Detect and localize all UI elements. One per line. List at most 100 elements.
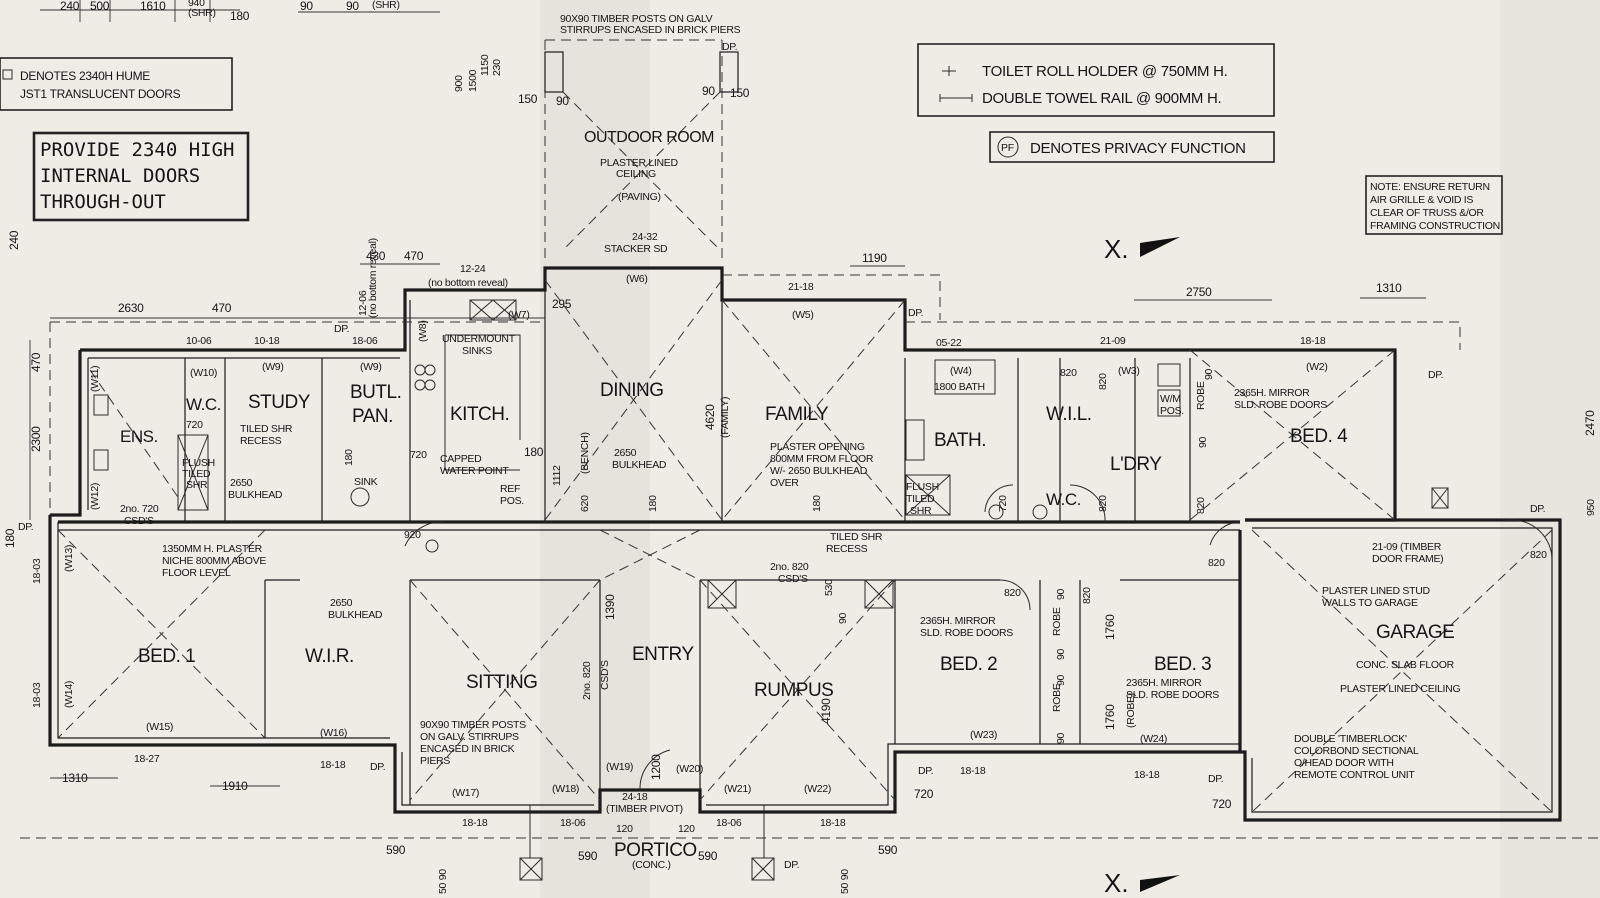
window-tag: (W7) (508, 309, 530, 321)
dim-label: 180 (230, 9, 250, 23)
window-tag: (W18) (552, 783, 579, 795)
room-label-bed3: BED. 3 (1154, 654, 1211, 675)
note-line: AIR GRILLE & VOID IS (1370, 194, 1473, 206)
dim-label: 18-18 (320, 759, 346, 771)
dim-label: 590 (386, 843, 406, 857)
dim-label: (SHR) (372, 0, 400, 11)
annotations: UNDERMOUNT SINKS CAPPED WATER POINT SINK… (18, 238, 1546, 871)
dim-label: 90 (346, 0, 359, 13)
window-tag: (W17) (452, 787, 479, 799)
room-label-outdoor: OUTDOOR ROOM (584, 129, 714, 146)
dim-label: 720 (186, 419, 203, 431)
window-tag: (W24) (1140, 733, 1167, 745)
dim-label: 90 (837, 612, 849, 624)
section-label: X. (1104, 868, 1129, 898)
window-tag: (W14) (63, 681, 75, 708)
dim-label: 21-09 (1100, 335, 1126, 347)
dim-label: 820 (1195, 497, 1207, 514)
window-tag: (W19) (606, 761, 633, 773)
room-label-kitchen: KITCH. (450, 404, 509, 425)
ceiling-hatch-lines (57, 279, 1553, 813)
label: (no bottom reveal) (367, 238, 379, 318)
label: TILED (906, 493, 935, 505)
section-label: X. (1104, 234, 1129, 264)
label: 2365H. MIRROR (920, 615, 996, 627)
dim-label: 900 (453, 75, 465, 92)
label: (CONC.) (632, 859, 671, 871)
room-label-butlers: PAN. (352, 406, 393, 427)
dim-label: 90 (1055, 648, 1067, 660)
dim-label: 2300 (29, 426, 43, 452)
dim-label: 18-03 (31, 682, 43, 708)
section-marker-top: X. (1104, 234, 1180, 264)
room-label-ensuite: ENS. (120, 427, 158, 446)
window-tag: (W13) (63, 545, 75, 572)
legend-toilet-roll: TOILET ROLL HOLDER @ 750MM H. (982, 63, 1228, 80)
label: 1350MM H. PLASTER (162, 543, 263, 555)
label: SLD. ROBE DOORS (1234, 399, 1327, 411)
window-tag: (W6) (626, 273, 648, 285)
dim-label: 470 (212, 301, 232, 315)
provide-note-line-3: THROUGH-OUT (40, 191, 166, 213)
label: FLUSH (906, 481, 939, 493)
dim-label: 120 (616, 823, 633, 835)
dimensions: 2630 470 430 470 12-24 12-06 10-06 10-18… (3, 230, 1597, 894)
dp-label: DP. (784, 859, 799, 871)
window-tag: (W23) (970, 729, 997, 741)
privacy-text: DENOTES PRIVACY FUNCTION (1030, 140, 1246, 157)
dim-label: 18-06 (716, 817, 742, 829)
dim-label: 620 (579, 495, 591, 512)
dim-label: 1150 (479, 54, 491, 76)
dim-label: 820 (1208, 557, 1225, 569)
label: ENCASED IN BRICK (420, 743, 515, 755)
room-label-butlers: BUTL. (350, 382, 401, 403)
label: 90X90 TIMBER POSTS (420, 719, 526, 731)
label: BULKHEAD (228, 489, 283, 501)
window-tag: (W21) (724, 783, 751, 795)
label: TILED SHR (830, 531, 883, 543)
dim-label: 18-06 (560, 817, 586, 829)
room-label-bed2: BED. 2 (940, 654, 997, 675)
dim-label: 820 (1081, 587, 1093, 604)
label: (PAVING) (618, 191, 661, 203)
dim-label: 530 (823, 579, 835, 596)
dim-label: 1310 (62, 771, 88, 785)
dim-label: 4620 (703, 404, 717, 430)
dim-label: 90 (300, 0, 313, 13)
dim-label: 18-18 (960, 765, 986, 777)
window-tag: (W12) (89, 483, 101, 510)
dim-label: 1190 (862, 251, 887, 265)
label: ROBE (1195, 381, 1207, 410)
dim-label: 1200 (649, 754, 663, 780)
door-swings (404, 484, 1553, 791)
label: PLASTER OPENING (770, 441, 865, 453)
dim-label: 4190 (819, 698, 833, 724)
top-dimensions: 240 500 1610 940 (SHR) 180 90 90 (SHR) 9… (40, 0, 503, 92)
room-label-garage: GARAGE (1376, 622, 1454, 643)
dim-label: 05-22 (936, 337, 962, 349)
label: NICHE 800MM ABOVE (162, 555, 266, 567)
dim-label: 18-06 (352, 335, 378, 347)
dim-label: 470 (29, 352, 43, 372)
room-label-bath: BATH. (934, 430, 986, 451)
privacy-legend: PF DENOTES PRIVACY FUNCTION (989, 131, 1275, 163)
label: 2650 (614, 447, 637, 459)
dim-label: 720 (997, 495, 1009, 512)
provide-note-line-2: INTERNAL DOORS (40, 165, 200, 187)
dim-label: 430 (366, 249, 386, 263)
dim-label: 150 (730, 86, 750, 100)
privacy-symbol: PF (1001, 142, 1014, 154)
label: 2no. 820 (581, 661, 593, 700)
dim-label: 1910 (222, 779, 248, 793)
room-label-wil: W.I.L. (1046, 404, 1092, 425)
provide-note-line-1: PROVIDE 2340 HIGH (40, 139, 234, 161)
dim-label: 12-06 (357, 290, 369, 316)
label: REMOTE CONTROL UNIT (1294, 769, 1415, 781)
posts-note: STIRRUPS ENCASED IN BRICK PIERS (560, 24, 741, 36)
label: BULKHEAD (612, 459, 667, 471)
dp-label: DP. (18, 521, 33, 533)
dim-label: 940 (188, 0, 205, 9)
room-label-wc: W.C. (1046, 490, 1081, 509)
dim-label: 90 (702, 84, 715, 98)
